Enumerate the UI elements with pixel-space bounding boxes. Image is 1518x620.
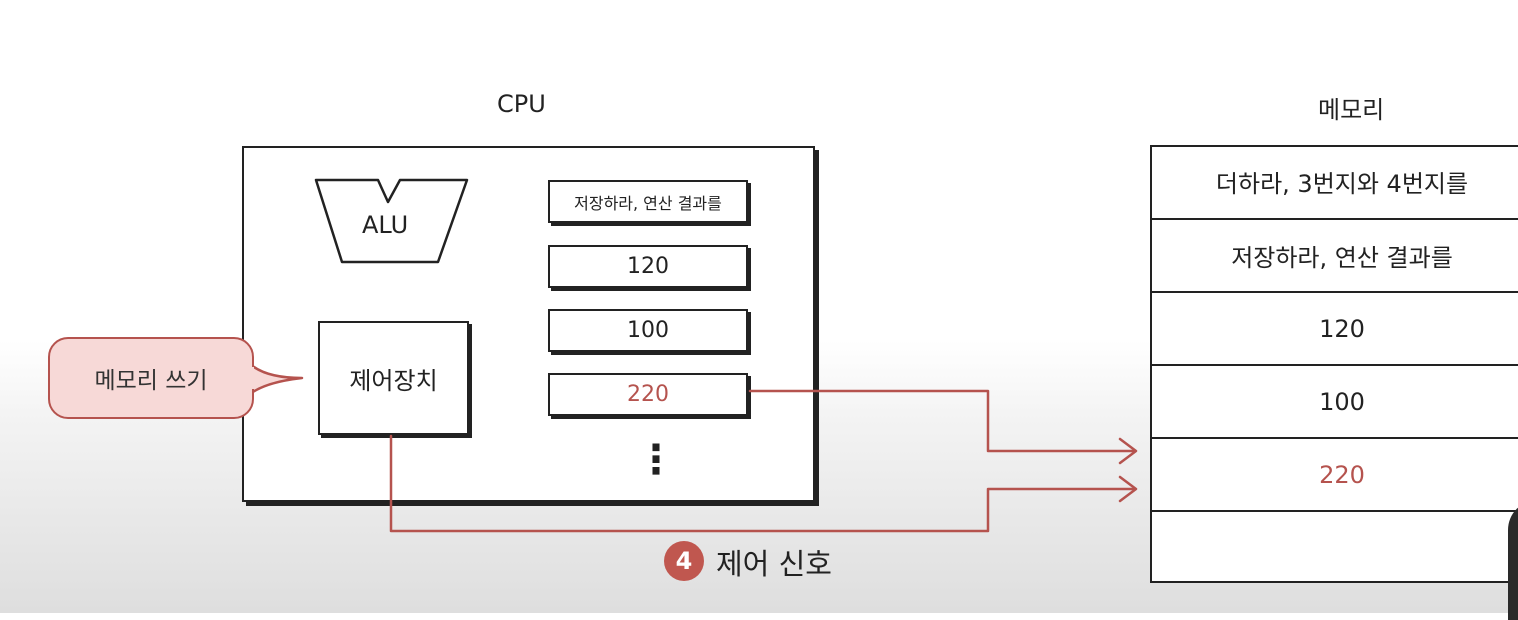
memory-cell-3: 100 (1152, 364, 1518, 437)
memory-cell-2: 120 (1152, 291, 1518, 364)
register-1: 120 (548, 245, 748, 288)
register-ellipsis: ⋮ (636, 437, 676, 483)
callout-tail (249, 363, 304, 396)
data-path-line (748, 389, 1136, 453)
memory-write-callout: 메모리 쓰기 (48, 337, 254, 419)
register-0: 저장하라, 연산 결과를 (548, 180, 748, 223)
cpu-title: CPU (497, 90, 546, 118)
control-arrowhead (1118, 475, 1138, 503)
memory-title: 메모리 (1318, 96, 1385, 124)
memory-cell-1: 저장하라, 연산 결과를 (1152, 218, 1518, 291)
alu-label: ALU (362, 211, 409, 239)
data-arrowhead (1118, 437, 1138, 465)
callout-tail-cover (248, 367, 254, 389)
control-signal-label: 제어 신호 (716, 547, 832, 581)
register-3: 220 (548, 373, 748, 416)
control-signal-line (389, 434, 1136, 533)
control-unit-box: 제어장치 (318, 321, 469, 435)
step-badge: 4 (664, 541, 704, 581)
alu-shape (314, 178, 469, 264)
presenter-silhouette (1508, 500, 1518, 620)
register-2: 100 (548, 309, 748, 352)
control-unit-label: 제어장치 (349, 366, 438, 395)
memory-cell-0: 더하라, 3번지와 4번지를 (1215, 170, 1469, 198)
callout-text: 메모리 쓰기 (94, 368, 208, 394)
memory-cell-5 (1152, 510, 1518, 583)
memory-cell-4: 220 (1152, 437, 1518, 510)
